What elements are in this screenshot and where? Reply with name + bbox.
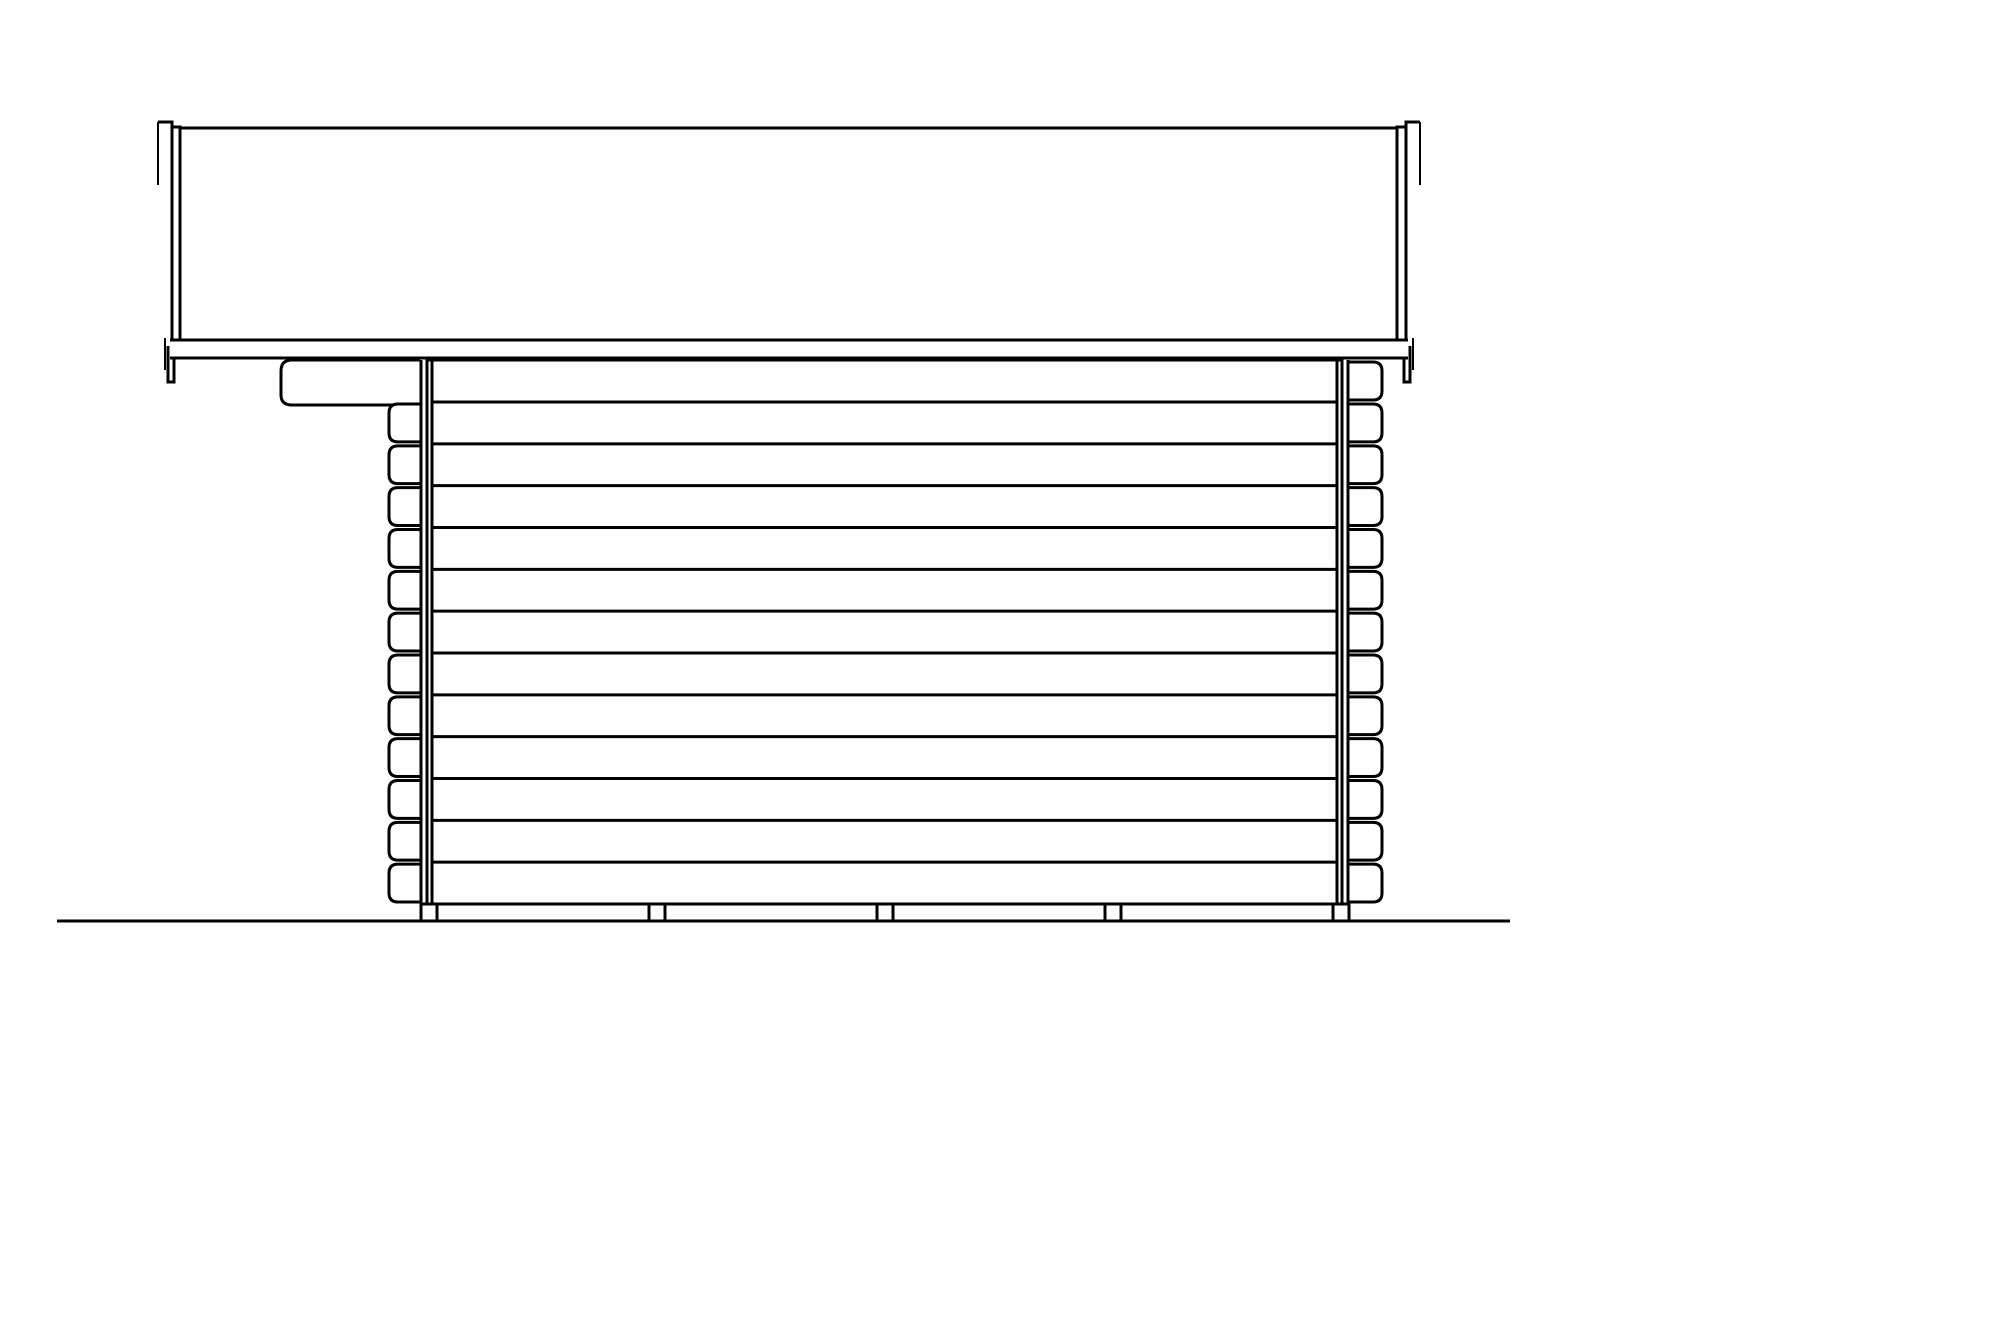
wall-log-seams xyxy=(432,400,1337,864)
log-end-right xyxy=(1348,695,1384,737)
foundation-block xyxy=(1103,902,1123,923)
roof-corner-cap-left xyxy=(157,120,182,384)
log-end-right xyxy=(1348,820,1384,862)
cabin-elevation-drawing xyxy=(57,120,1510,923)
corner-post-right xyxy=(1335,360,1350,904)
foundation-block xyxy=(1331,902,1351,923)
log-end-right xyxy=(1348,653,1384,695)
corner-post-left xyxy=(419,360,434,904)
top-beam xyxy=(279,358,420,407)
log-end-left xyxy=(387,402,421,444)
log-end-left xyxy=(387,569,421,611)
log-ends-left xyxy=(387,402,421,904)
log-end-right xyxy=(1348,779,1384,820)
log-end-right xyxy=(1348,360,1384,402)
log-end-left xyxy=(387,486,421,527)
log-end-left xyxy=(387,444,421,486)
roof-corner-cap-right xyxy=(1395,120,1421,384)
log-end-left xyxy=(387,737,421,778)
log-end-right xyxy=(1348,402,1384,444)
log-end-right xyxy=(1348,569,1384,611)
log-end-left xyxy=(387,528,421,569)
foundation-block xyxy=(419,902,439,923)
log-end-left xyxy=(387,695,421,737)
log-end-right xyxy=(1348,737,1384,778)
log-ends-right xyxy=(1348,360,1384,904)
log-end-left xyxy=(387,779,421,820)
log-end-right xyxy=(1348,486,1384,527)
log-end-left xyxy=(387,820,421,862)
roof-soffit-trim xyxy=(170,338,1408,360)
log-end-right xyxy=(1348,528,1384,569)
log-end-right xyxy=(1348,862,1384,904)
log-end-right xyxy=(1348,444,1384,486)
log-end-left xyxy=(387,862,421,904)
log-end-left xyxy=(387,611,421,653)
foundation-block xyxy=(875,902,895,923)
log-end-right xyxy=(1348,611,1384,653)
log-end-left xyxy=(387,653,421,695)
foundation-block xyxy=(647,902,667,923)
foundation-blocks xyxy=(419,902,1351,923)
wall-body xyxy=(425,358,1344,906)
roof-fascia xyxy=(178,126,1399,342)
